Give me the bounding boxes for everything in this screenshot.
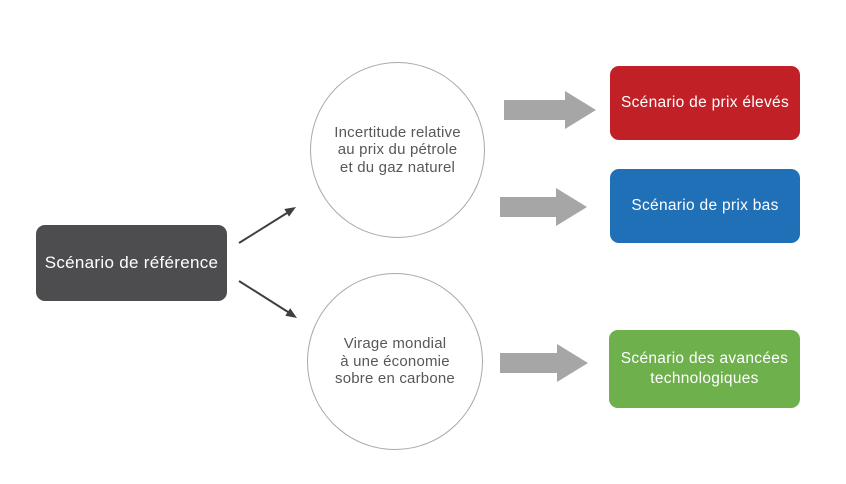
node-tech-advances-scenario: Scénario des avancées technologiques <box>609 330 800 408</box>
outcome-label: Scénario des avancées technologiques <box>620 350 789 387</box>
block-arrow-to-high-prices <box>504 91 596 129</box>
factor-line: Incertitude relative <box>334 123 461 141</box>
node-low-carbon-shift: Virage mondial à une économie sobre en c… <box>307 273 483 450</box>
arrow-reference-to-oil-gas <box>238 207 296 244</box>
factor-line: et du gaz naturel <box>339 158 456 176</box>
arrow-reference-to-low-carbon <box>238 280 297 318</box>
block-arrow-to-low-prices <box>500 188 587 226</box>
node-high-price-scenario: Scénario de prix élevés <box>610 66 800 140</box>
factor-line: Virage mondial <box>343 335 447 353</box>
arrow-shaft <box>238 212 288 244</box>
arrowhead-icon <box>285 308 297 318</box>
node-reference-scenario: Scénario de référence <box>36 225 227 301</box>
block-arrow-to-tech <box>500 344 588 382</box>
node-low-price-scenario: Scénario de prix bas <box>610 169 800 243</box>
factor-line: sobre en carbone <box>335 370 455 388</box>
outcome-label: Scénario de prix élevés <box>620 94 789 111</box>
factor-line: à une économie <box>340 352 450 370</box>
reference-scenario-label: Scénario de référence <box>44 253 219 272</box>
factor-line: au prix du pétrole <box>337 141 458 159</box>
arrow-shaft <box>238 280 289 313</box>
arrowhead-icon <box>284 207 296 217</box>
outcome-label: Scénario de prix bas <box>631 197 779 214</box>
node-oil-gas-uncertainty: Incertitude relative au prix du pétrole … <box>310 62 485 238</box>
